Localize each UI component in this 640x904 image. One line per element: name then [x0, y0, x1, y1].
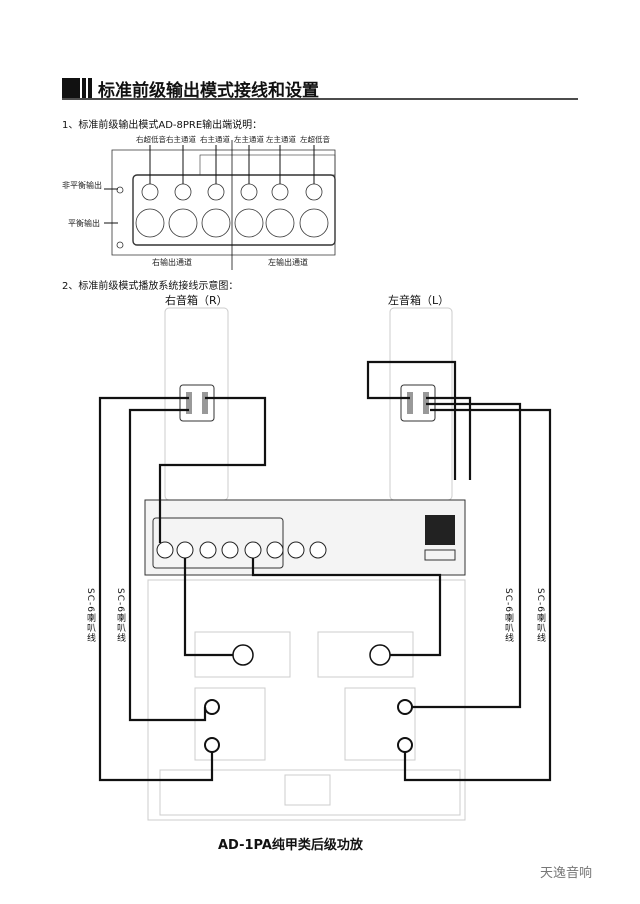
- right-speaker-label: 右音箱（R）: [165, 294, 228, 307]
- cable-label-1: SC-6喇叭线: [85, 588, 95, 643]
- left-speaker-label: 左音箱（L）: [388, 294, 450, 307]
- label-arrows: [104, 140, 315, 270]
- preamp-unit: [144, 499, 466, 576]
- label-left-subwoofer: 左超低音: [300, 135, 330, 144]
- wires: [98, 360, 552, 782]
- right-speaker-terminal: [179, 384, 215, 422]
- amp-label: AD-1PA纯甲类后级功放: [218, 838, 363, 853]
- label-left-channel: 左输出通道: [268, 258, 308, 267]
- label-right-main-2: 右主通道: [200, 135, 230, 144]
- xlr-jacks: [135, 208, 329, 238]
- cable-label-3: SC-6喇叭线: [503, 588, 513, 643]
- power-amp: [147, 579, 466, 821]
- section-1-heading: 1、标准前级输出模式AD-8PRE输出端说明：: [62, 120, 263, 131]
- label-left-main-1: 左主通道: [234, 135, 264, 144]
- label-unbalanced-out: 非平衡输出: [62, 181, 102, 190]
- cable-label-2: SC-6喇叭线: [115, 588, 125, 643]
- title-block-icon: [62, 78, 80, 98]
- left-xlr-input: [369, 644, 391, 666]
- section-2-heading: 2、标准前级模式播放系统接线示意图：: [62, 281, 239, 292]
- right-xlr-input: [232, 644, 254, 666]
- page-title: 标准前级输出模式接线和设置: [98, 81, 319, 101]
- label-right-subwoofer: 右超低音: [136, 135, 166, 144]
- binding-posts: [204, 699, 413, 753]
- label-balanced-out: 平衡输出: [68, 219, 100, 228]
- label-right-channel: 右输出通道: [152, 258, 192, 267]
- label-left-main-2: 左主通道: [266, 135, 296, 144]
- cable-label-4: SC-6喇叭线: [535, 588, 545, 643]
- watermark: 天逸音响: [540, 866, 593, 881]
- preamp-rear-panel: [111, 149, 336, 256]
- label-right-main-1: 右主通道: [166, 135, 196, 144]
- rca-jacks: [141, 183, 323, 201]
